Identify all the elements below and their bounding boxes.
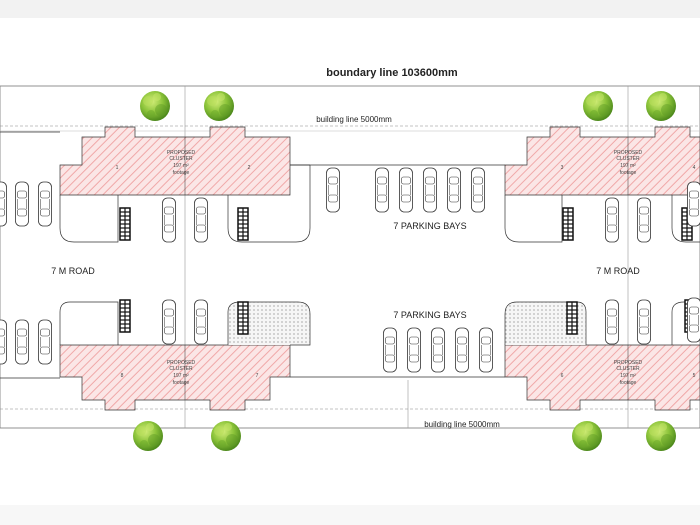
car-icon (431, 327, 445, 373)
cluster-footage: footage (620, 170, 637, 176)
garden-wall (671, 301, 700, 345)
car-icon (471, 167, 485, 213)
car-icon (455, 327, 469, 373)
unit-number: 2 (248, 165, 251, 171)
car-icon (637, 299, 651, 345)
stair-icon (562, 207, 574, 241)
unit-number: 6 (561, 373, 564, 379)
cluster-subtitle: CLUSTER (169, 366, 193, 372)
car-icon (399, 167, 413, 213)
cluster-footage: footage (173, 170, 190, 176)
cluster-subtitle: CLUSTER (169, 156, 193, 162)
car-icon (15, 319, 29, 365)
stair-icon (237, 301, 249, 335)
car-icon (687, 181, 700, 227)
car-icon (687, 297, 700, 343)
cluster-title: PROPOSED (167, 360, 196, 366)
car-icon (162, 299, 176, 345)
cluster-bottom-right: PROPOSED CLUSTER 197 m² footage 6 5 (504, 299, 700, 411)
tree-icon (204, 91, 234, 121)
cluster-top-right: PROPOSED CLUSTER 197 m² footage 3 4 (504, 126, 700, 243)
garden-wall (671, 195, 700, 243)
cluster-subtitle: CLUSTER (616, 156, 640, 162)
boundary-line-label: boundary line 103600mm (326, 67, 458, 79)
cluster-area: 197 m² (620, 373, 636, 379)
parking-bays-bottom-label: 7 PARKING BAYS (393, 310, 466, 320)
top-shade (0, 0, 700, 18)
cluster-top-left: PROPOSED CLUSTER 197 m² footage 1 2 (59, 126, 311, 243)
cluster-footage: footage (173, 380, 190, 386)
cluster-footprint (59, 126, 291, 196)
building-line-bottom-label: building line 5000mm (424, 420, 500, 429)
car-icon (38, 319, 52, 365)
cluster-area: 197 m² (173, 373, 189, 379)
car-icon (0, 181, 7, 227)
cluster-title: PROPOSED (614, 360, 643, 366)
unit-number: 7 (256, 373, 259, 379)
car-icon (38, 181, 52, 227)
cluster-area: 197 m² (173, 163, 189, 169)
garden-wall (227, 195, 311, 243)
cluster-title: PROPOSED (167, 150, 196, 156)
cluster-footprint (59, 344, 291, 411)
cluster-footprint (504, 126, 700, 196)
garden-wall (59, 195, 119, 243)
road-label-left: 7 M ROAD (51, 266, 95, 276)
unit-number: 1 (116, 165, 119, 171)
unit-number: 8 (121, 373, 124, 379)
unit-number: 3 (561, 165, 564, 171)
bottom-shade (0, 505, 700, 525)
parking-bays-top-label: 7 PARKING BAYS (393, 221, 466, 231)
tree-icon (583, 91, 613, 121)
tree-icon (133, 421, 163, 451)
garden-wall (59, 301, 119, 345)
tree-icon (572, 421, 602, 451)
unit-number: 5 (693, 373, 696, 379)
cluster-footage: footage (620, 380, 637, 386)
tree-icon (211, 421, 241, 451)
car-icon (162, 197, 176, 243)
car-icon (375, 167, 389, 213)
stair-icon (119, 207, 131, 241)
car-icon (605, 299, 619, 345)
car-icon (194, 197, 208, 243)
cluster-footprint (504, 344, 700, 411)
cluster-bottom-left: PROPOSED CLUSTER 197 m² footage 8 7 (59, 299, 311, 411)
stair-icon (566, 301, 578, 335)
car-icon (447, 167, 461, 213)
stair-icon (119, 299, 131, 333)
building-line-top-label: building line 5000mm (316, 115, 392, 124)
site-boundary (0, 85, 700, 429)
car-icon (326, 167, 340, 213)
garden-wall (504, 195, 563, 243)
tree-icon (646, 421, 676, 451)
cluster-subtitle: CLUSTER (616, 366, 640, 372)
car-icon (423, 167, 437, 213)
tree-icon (140, 91, 170, 121)
car-icon (637, 197, 651, 243)
car-icon (605, 197, 619, 243)
unit-number: 4 (693, 165, 696, 171)
car-icon (194, 299, 208, 345)
car-icon (407, 327, 421, 373)
tree-icon (646, 91, 676, 121)
stair-icon (237, 207, 249, 241)
cluster-area: 197 m² (620, 163, 636, 169)
car-icon (0, 319, 7, 365)
car-icon (383, 327, 397, 373)
road-label-right: 7 M ROAD (596, 266, 640, 276)
garden-paved (504, 301, 587, 345)
cluster-title: PROPOSED (614, 150, 643, 156)
car-icon (479, 327, 493, 373)
car-icon (15, 181, 29, 227)
